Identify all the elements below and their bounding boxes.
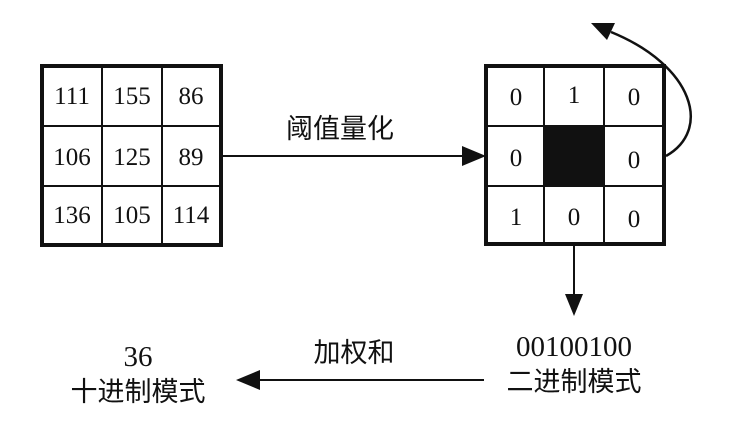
binary-mode-label: 二进制模式 — [507, 367, 642, 398]
input-cell: 125 — [113, 144, 151, 171]
input-grid: 111 155 86 106 125 89 136 105 114 — [40, 64, 223, 247]
input-cell: 114 — [173, 202, 210, 229]
binary-value: 00100100 — [516, 331, 632, 363]
threshold-label: 阈值量化 — [286, 114, 394, 145]
center-pixel — [544, 126, 604, 186]
binary-cell: 0 — [510, 145, 523, 172]
threshold-arrow — [221, 146, 486, 166]
decimal-mode-label: 十进制模式 — [71, 377, 206, 408]
input-cell: 89 — [179, 144, 204, 171]
binary-cell: 0 — [568, 204, 581, 231]
input-cell: 136 — [53, 202, 91, 229]
binary-cell: 0 — [510, 84, 523, 111]
decimal-value: 36 — [124, 341, 153, 373]
binary-cell: 0 — [628, 206, 641, 233]
weighted-sum-arrow — [236, 370, 484, 390]
down-arrow — [565, 244, 583, 316]
binary-cell: 0 — [628, 147, 641, 174]
binary-cell: 1 — [568, 82, 581, 109]
curved-arrow — [591, 23, 692, 158]
input-cell: 155 — [113, 83, 151, 110]
input-cell: 105 — [113, 202, 151, 229]
input-cell: 86 — [179, 83, 204, 110]
binary-grid: 0 1 0 0 0 1 0 0 — [484, 64, 666, 246]
input-cell: 111 — [54, 83, 90, 110]
binary-cell: 1 — [510, 204, 523, 231]
binary-cell: 0 — [628, 84, 641, 111]
input-cell: 106 — [53, 144, 91, 171]
weighted-sum-label: 加权和 — [314, 338, 395, 369]
